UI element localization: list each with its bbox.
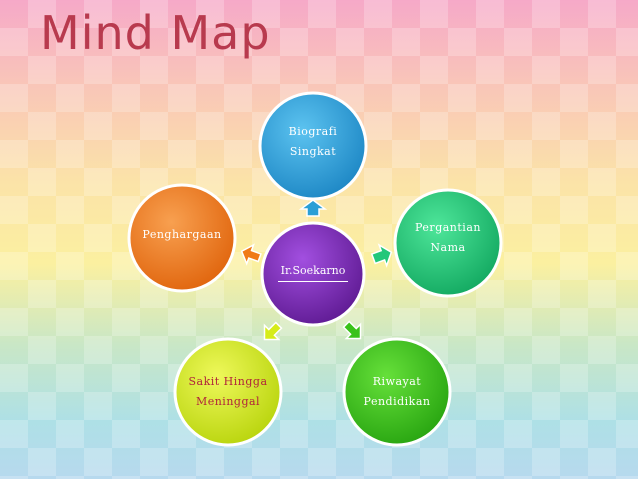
node-biografi	[258, 91, 368, 201]
label-penghargaan: Penghargaan	[132, 225, 232, 245]
label-sakit-line2: Meninggal	[195, 395, 261, 408]
label-riwayat-line1: Riwayat	[372, 375, 422, 388]
arrow-to-penghargaan	[240, 243, 262, 266]
label-sakit-line1: Sakit Hingga	[188, 375, 268, 388]
node-penghargaan	[127, 183, 237, 293]
label-pergantian: Pergantian Nama	[398, 218, 498, 258]
label-pergantian-line1: Pergantian	[415, 221, 481, 234]
node-sakit	[173, 337, 283, 447]
label-sakit: Sakit Hingga Meninggal	[178, 372, 278, 412]
arrow-to-riwayat	[342, 320, 362, 340]
label-biografi-line1: Biografi	[288, 125, 338, 138]
node-pergantian	[393, 188, 503, 298]
arrow-to-sakit	[263, 321, 283, 341]
center-node	[260, 221, 366, 327]
arrow-to-pergantian	[370, 243, 393, 268]
label-riwayat-line2: Pendidikan	[363, 395, 431, 408]
arrow-to-biografi	[298, 199, 328, 217]
label-biografi-line2: Singkat	[289, 145, 337, 158]
center-label: Ir.Soekarno	[278, 264, 348, 282]
node-riwayat	[342, 337, 452, 447]
label-riwayat: Riwayat Pendidikan	[347, 372, 447, 412]
label-biografi: Biografi Singkat	[263, 122, 363, 162]
label-pergantian-line2: Nama	[430, 241, 466, 254]
label-penghargaan-line1: Penghargaan	[142, 228, 222, 241]
page-title: Mind Map	[40, 6, 271, 60]
